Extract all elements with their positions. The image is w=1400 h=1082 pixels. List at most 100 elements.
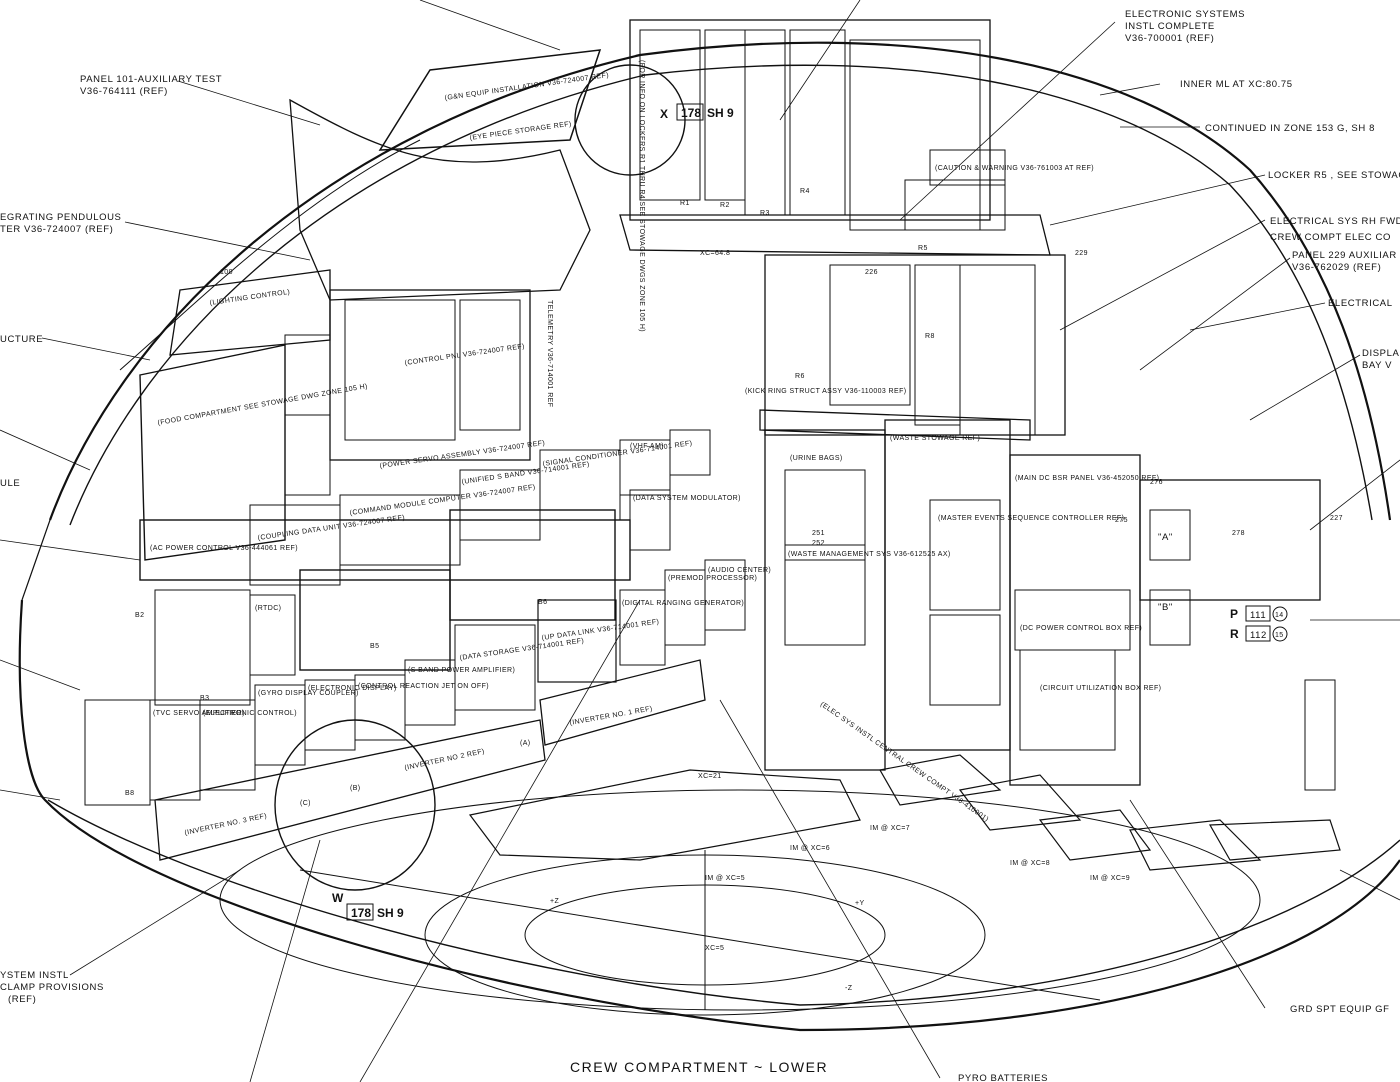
station-im-5: IM @ Xc=5	[705, 875, 745, 882]
label-telemetry: TELEMETRY V36-714001 REF	[546, 300, 553, 407]
label-lockers-info: (FOR INFO ON LOCKERS R1 THRU R4 SEE STOW…	[638, 60, 645, 332]
letter-tags: "A" "B" (A) (B) (C)	[300, 532, 1172, 807]
callout-ref-764111: V36-764111 (REF)	[80, 86, 168, 97]
label-mesc-1: (MASTER EVENTS SEQUENCE CONTROLLER REF)	[938, 515, 1124, 522]
axis-minus-z: -Z	[845, 985, 853, 992]
label-electronic-display: (ELECTRONIC DISPLAY)	[308, 685, 397, 692]
zone-marker-x-letter: X	[660, 107, 668, 121]
panel-b3: B3	[200, 695, 209, 702]
callout-grd-spt-equip: GRD SPT EQUIP GF	[1290, 1004, 1390, 1015]
panel-227: 227	[1330, 515, 1343, 522]
panel-ref-p-sub: 14	[1275, 612, 1284, 619]
axis-plus-z: +Z	[550, 898, 559, 905]
panel-r5: R5	[918, 245, 928, 252]
label-power-servo: (POWER SERVO ASSEMBLY V36-724007 REF)	[379, 440, 545, 470]
callout-panel-101: PANEL 101-AUXILIARY TEST	[80, 74, 222, 85]
label-up-data-link: (UP DATA LINK V36-714001 REF)	[541, 619, 659, 642]
panel-ref-p-num: 111	[1250, 610, 1266, 621]
station-im-7: IM @ Xc=7	[870, 825, 910, 832]
label-control-reaction: (CONTROL REACTION JET ON OFF)	[358, 683, 489, 690]
label-digital-ranging: (DIGITAL RANGING GENERATOR)	[622, 600, 744, 607]
panel-ref-p-letter: P	[1230, 607, 1238, 621]
callouts-right: ELECTRONIC SYSTEMS INSTL COMPLETE V36-70…	[958, 9, 1400, 1082]
label-elec-sys-central: (ELEC SYS INSTL CENTRAL CREW COMPT V36-4…	[819, 701, 990, 824]
panel-ref-r: R 112 15	[1230, 625, 1288, 642]
callout-ref-762029: V36-762029 (REF)	[1292, 262, 1381, 273]
callout-structure: UCTURE	[0, 334, 43, 345]
label-lighting-control: (LIGHTING CONTROL)	[209, 289, 290, 307]
tag-a: (A)	[520, 740, 531, 747]
callout-instl-complete: INSTL COMPLETE	[1125, 21, 1215, 32]
label-inverter-1: (INVERTER NO. 1 REF)	[569, 705, 653, 726]
label-inverter-3: (INVERTER NO. 3 REF)	[184, 813, 268, 837]
callouts-left: PANEL 101-AUXILIARY TEST V36-764111 (REF…	[0, 74, 222, 1005]
label-data-storage: (DATA STORAGE V36-714001 REF)	[459, 638, 584, 662]
callout-elec-sys-rh-fwd: ELECTRICAL SYS RH FWD	[1270, 216, 1400, 227]
label-kick-ring: (KICK RING STRUCT ASSY V36-110003 REF)	[745, 388, 906, 395]
label-electronic-control: (ELECTRONIC CONTROL)	[203, 710, 297, 717]
zone-marker-x-ref: 178	[681, 106, 701, 120]
zone-marker-w: W 178 SH 9	[332, 891, 404, 921]
floor-reference-rings	[219, 789, 1261, 1016]
label-cdu: (COUPLING DATA UNIT V36-724007 REF)	[257, 514, 405, 542]
right-side-panels	[759, 254, 1336, 791]
panel-b5: B5	[370, 643, 379, 650]
callout-display: DISPLA	[1362, 348, 1399, 359]
label-caution-warning: (CAUTION & WARNING V36-761003 AT REF)	[935, 165, 1094, 172]
callout-integrating-pendulous: EGRATING PENDULOUS	[0, 212, 121, 223]
zone-marker-w-letter: W	[332, 891, 344, 905]
station-xc-64: Xc=64.8	[700, 250, 730, 257]
label-food-compartment: (FOOD COMPARTMENT SEE STOWAGE DWG ZONE 1…	[157, 383, 368, 427]
panel-229: 229	[1075, 250, 1088, 257]
label-gyro-display-coupler: (GYRO DISPLAY COUPLER)	[258, 690, 359, 697]
drawing-title: CREW COMPARTMENT ~ LOWER	[570, 1059, 828, 1075]
axis-marks: +Z +Y -Z	[550, 898, 864, 992]
panel-r8: R8	[925, 333, 935, 340]
zone-marker-w-sheet: SH 9	[377, 906, 404, 920]
panel-r6: R6	[795, 373, 805, 380]
panel-b6: B6	[538, 599, 547, 606]
floor-pads	[468, 754, 1341, 871]
label-waste-management: (WASTE MANAGEMENT SYS V36-612525 AX)	[788, 551, 951, 558]
callout-pyro-batteries: PYRO BATTERIES	[958, 1073, 1048, 1082]
label-sband-pa: (S BAND POWER AMPLIFIER)	[408, 667, 515, 674]
label-circuit-utilization: (CIRCUIT UTILIZATION BOX REF)	[1040, 685, 1161, 692]
station-xc-21: Xc=21	[698, 773, 722, 780]
zone-marker-x: X 178 SH 9	[660, 103, 734, 121]
station-im-8: IM @ Xc=8	[1010, 860, 1050, 867]
panel-276: 276	[1150, 479, 1163, 486]
callout-locker-r5: LOCKER R5 , SEE STOWAGE DV	[1268, 170, 1400, 181]
label-rtdc: (RTDC)	[255, 605, 281, 612]
panel-ref-r-letter: R	[1230, 627, 1239, 641]
tag-c: (C)	[300, 800, 311, 807]
station-marks: Xc=21 Xc=5 Xc=64.8 IM @ Xc=7 IM @ Xc=6 I…	[698, 250, 1130, 952]
panel-100: 100	[220, 269, 233, 276]
panel-275: 275	[1115, 517, 1128, 524]
label-main-dc-bsr: (MAIN DC BSR PANEL V36-452050 REF)	[1015, 475, 1159, 482]
callout-ter-724007: TER V36-724007 (REF)	[0, 224, 113, 235]
panel-ref-r-sub: 15	[1275, 632, 1284, 639]
label-waste-stowage: (WASTE STOWAGE REF)	[890, 435, 980, 442]
label-cmc: (COMMAND MODULE COMPUTER V36-724007 REF)	[349, 484, 536, 517]
callout-system-instl: YSTEM INSTL	[0, 970, 69, 981]
label-dsm: (DATA SYSTEM MODULATOR)	[633, 495, 741, 502]
label-premod: (PREMOD PROCESSOR)	[668, 575, 757, 582]
callout-ref-700001: V36-700001 (REF)	[1125, 33, 1214, 44]
tag-b: (B)	[350, 785, 361, 792]
callout-module: ULE	[0, 478, 20, 489]
label-urine-bags: (URINE BAGS)	[790, 455, 843, 462]
panel-b8: B8	[125, 790, 134, 797]
label-audio-center: (AUDIO CENTER)	[708, 567, 771, 574]
label-eyepiece: (EYE PIECE STORAGE REF)	[469, 121, 572, 142]
callout-bay: BAY V	[1362, 360, 1392, 371]
label-ac-power-control: (AC POWER CONTROL V36-444061 REF)	[150, 545, 298, 552]
panel-b2: B2	[135, 612, 144, 619]
panel-ref-r-num: 112	[1250, 630, 1267, 641]
zone-marker-x-sheet: SH 9	[707, 106, 734, 120]
zone-marker-w-ref: 178	[351, 906, 371, 920]
panel-252: 252	[812, 540, 825, 547]
label-dc-power-control: (DC POWER CONTROL BOX REF)	[1020, 625, 1142, 632]
panel-numbers: R1 R2 R3 R4 R5 R6 R8 B2 B3 B5 B6 B8 226 …	[125, 188, 1343, 797]
